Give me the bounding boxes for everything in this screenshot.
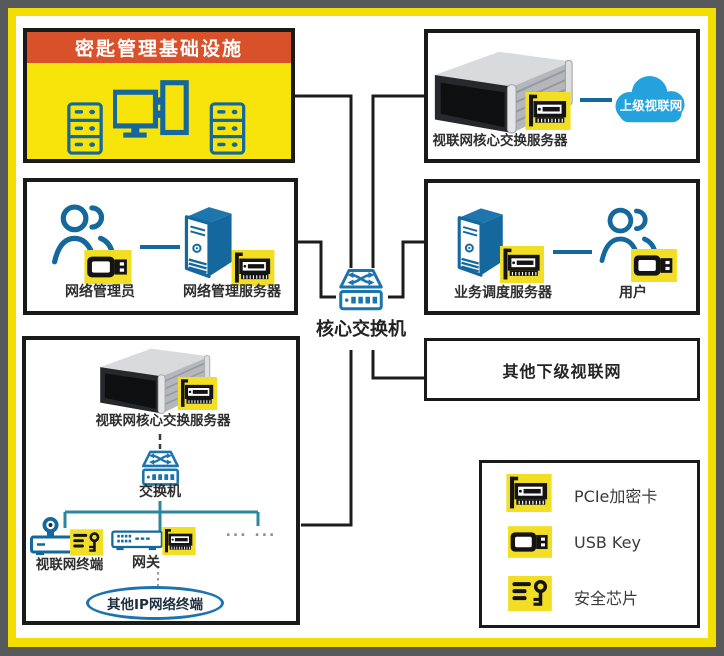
nms-server-label: 网络管理服务器 bbox=[183, 284, 281, 300]
other-ip-label: 其他IP网络终端 bbox=[107, 597, 203, 613]
pcie-card-icon bbox=[174, 377, 221, 410]
legend-usb-label: USB Key bbox=[574, 533, 641, 552]
other-net-panel: 其他下级视联网 bbox=[424, 338, 700, 401]
usb-key-icon bbox=[508, 526, 552, 558]
pcie-card-icon bbox=[521, 92, 575, 130]
user-label: 用户 bbox=[619, 285, 647, 301]
terminal-label: 视联网终端 bbox=[35, 557, 104, 573]
gateway-label: 网关 bbox=[132, 555, 160, 571]
legend-chip-label: 安全芯片 bbox=[574, 589, 639, 608]
legend-pcie-label: PCIe加密卡 bbox=[574, 487, 658, 506]
upper-network-label: 上级视联网 bbox=[619, 98, 683, 113]
subnet-server-label: 视联网核心交换服务器 bbox=[95, 413, 231, 429]
pcie-card-icon bbox=[227, 250, 279, 286]
legend-content: PCIe加密卡 USB Key 安全芯片 bbox=[479, 460, 700, 628]
monitor-tower-icon bbox=[113, 76, 195, 148]
gateway-icon bbox=[111, 530, 165, 554]
storage-server-icon bbox=[204, 102, 251, 155]
core-exchange-server-label: 视联网核心交换服务器 bbox=[432, 133, 568, 149]
kmi-title: 密匙管理基础设施 bbox=[74, 38, 243, 60]
usb-key-icon bbox=[82, 250, 134, 284]
switch-label: 交换机 bbox=[139, 484, 181, 500]
security-chip-icon bbox=[508, 576, 552, 611]
security-chip-icon bbox=[70, 529, 103, 556]
pcie-card-icon bbox=[162, 527, 196, 555]
kmi-banner: 密匙管理基础设施 bbox=[27, 32, 291, 63]
storage-server-icon bbox=[61, 102, 109, 155]
pcie-card-icon bbox=[496, 246, 548, 283]
switch-icon bbox=[140, 450, 181, 487]
other-net-label: 其他下级视联网 bbox=[502, 361, 622, 381]
core-switch-icon bbox=[337, 268, 385, 312]
core-switch-label: 核心交换机 bbox=[316, 319, 406, 340]
pcie-card-icon bbox=[506, 474, 552, 512]
other-ip-ellipse: 其他IP网络终端 bbox=[86, 586, 224, 620]
more-terminals-dots: ... ... bbox=[225, 524, 277, 540]
usb-key-icon bbox=[629, 249, 679, 282]
admin-label: 网络管理员 bbox=[65, 284, 135, 300]
dispatch-server-label: 业务调度服务器 bbox=[454, 285, 552, 301]
